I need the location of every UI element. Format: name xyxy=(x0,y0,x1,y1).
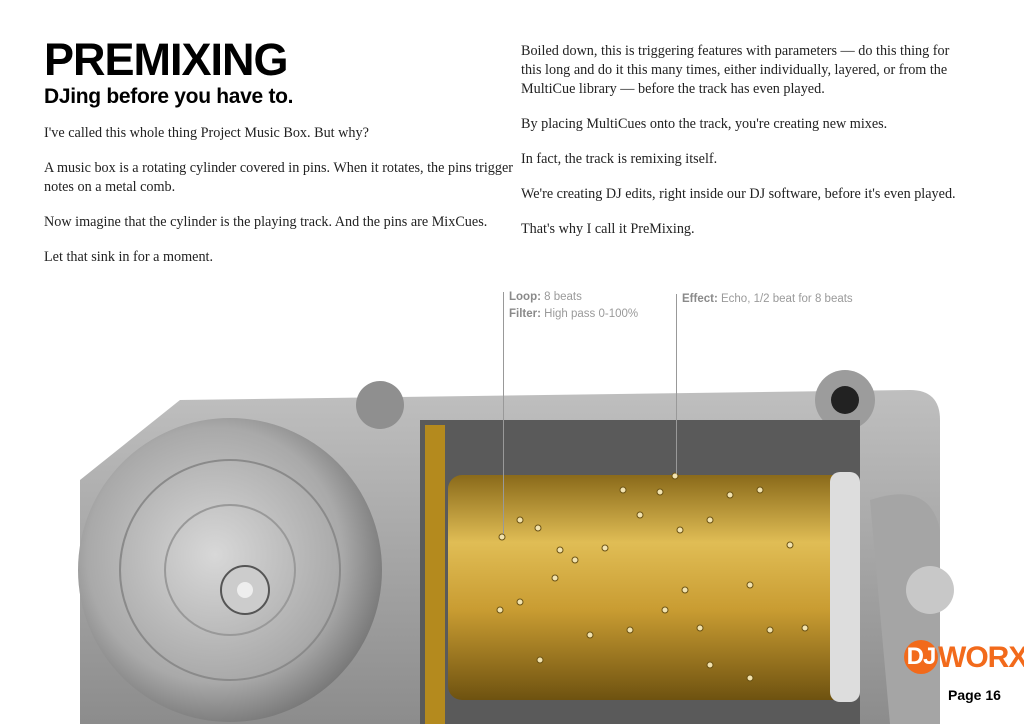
page-subtitle: DJing before you have to. xyxy=(44,85,294,108)
effect-label: Effect: xyxy=(682,293,718,305)
filter-value: High pass 0-100% xyxy=(544,308,639,320)
loop-leader-line xyxy=(503,292,504,534)
paragraph: Let that sink in for a moment. xyxy=(44,249,214,265)
filter-label: Filter: xyxy=(509,308,541,320)
right-column: Boiled down, this is triggering features… xyxy=(521,42,971,255)
left-column: I've called this whole thing Project Mus… xyxy=(44,124,514,283)
effect-annotation: Effect: Echo, 1/2 beat for 8 beats xyxy=(682,291,853,308)
loop-value: 8 beats xyxy=(544,291,582,303)
effect-leader-line xyxy=(676,294,677,474)
page-title: PREMIXING xyxy=(44,34,289,85)
paragraph: In fact, the track is remixing itself. xyxy=(521,151,718,167)
paragraph: By placing MultiCues onto the track, you… xyxy=(521,116,888,132)
page-number: Page 16 xyxy=(948,687,1001,703)
music-box-photo xyxy=(78,370,954,724)
paragraph: Now imagine that the cylinder is the pla… xyxy=(44,214,488,230)
effect-value: Echo, 1/2 beat for 8 beats xyxy=(720,293,853,305)
loop-filter-annotation: Loop: 8 beats Filter: High pass 0-100% xyxy=(509,289,638,323)
djworx-logo: DJWORX xyxy=(904,640,1024,676)
loop-label: Loop: xyxy=(509,291,541,303)
paragraph: A music box is a rotating cylinder cover… xyxy=(44,160,514,195)
paragraph: Boiled down, this is triggering features… xyxy=(521,43,950,97)
paragraph: We're creating DJ edits, right inside ou… xyxy=(521,186,956,202)
paragraph: I've called this whole thing Project Mus… xyxy=(44,125,369,141)
logo-dj: DJ xyxy=(904,640,938,674)
logo-worx: WORX xyxy=(938,641,1024,674)
paragraph: That's why I call it PreMixing. xyxy=(521,221,695,237)
